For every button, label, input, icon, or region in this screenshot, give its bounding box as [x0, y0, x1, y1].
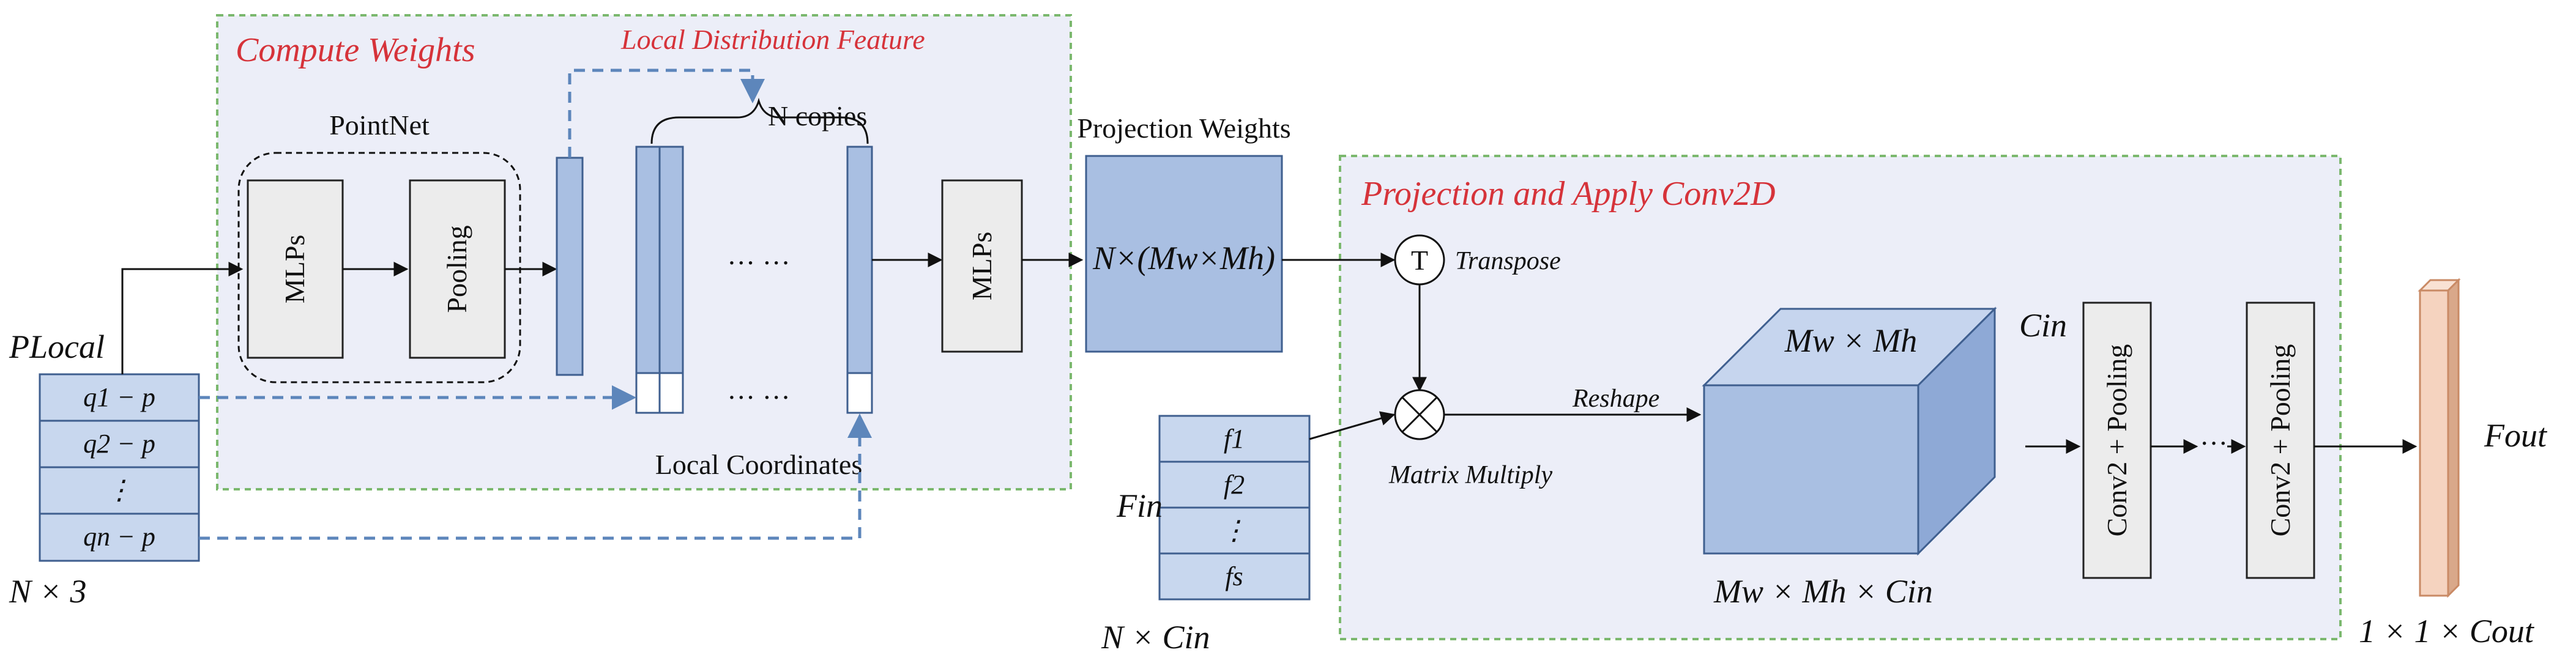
projection-weights-size: N×(Mw×Mh)	[1092, 240, 1275, 276]
fin-to-multiply-arrow	[1309, 411, 1396, 440]
ellipsis-bottom: ··· ···	[727, 382, 790, 413]
coords-to-copyn-arrow	[199, 413, 872, 540]
cube-top-label: Mw × Mh	[1784, 322, 1917, 359]
out-size-label: 1 × 1 × Cout	[2359, 613, 2535, 649]
p-local-row-4: qn − p	[83, 522, 155, 552]
cube-channels-label: Cin	[2019, 307, 2067, 344]
projection-region: Projection and Apply Conv2D	[1339, 155, 2342, 640]
conv-pool-box-2	[2246, 302, 2315, 579]
p-local-row-3: ⋮	[106, 475, 133, 505]
local-coordinates-label: Local Coordinates	[655, 449, 863, 480]
reshape-label: Reshape	[1572, 385, 1659, 413]
f-in-table: f1 f2 ⋮ fs	[1158, 415, 1311, 601]
copy-bar-n	[846, 146, 873, 374]
mlps-box-2	[941, 179, 1023, 353]
f-in-row-2: f2	[1224, 470, 1245, 500]
conv-ellipsis: ···	[2200, 427, 2228, 459]
n-copies-brace	[650, 97, 869, 144]
f-out-label: Fout	[2484, 417, 2548, 454]
copy-bar-1a	[635, 146, 661, 374]
p-local-row-1: q1 − p	[83, 382, 155, 412]
copy-bar-1b	[658, 146, 684, 374]
local-distribution-label: Local Distribution Feature	[620, 24, 925, 55]
mlps-label-2: MLPs	[966, 232, 997, 300]
conv-pool-box-1	[2082, 302, 2152, 579]
output-bar	[2418, 278, 2461, 598]
f-in-row-3: ⋮	[1221, 516, 1248, 546]
p-local-size: N × 3	[9, 573, 86, 610]
pooling-box	[409, 179, 506, 359]
f-in-size: N × Cin	[1101, 619, 1210, 656]
plocal-to-pointnet-arrow	[121, 262, 244, 374]
projection-weights-label: Projection Weights	[1077, 113, 1290, 144]
f-in-label: Fin	[1116, 487, 1163, 524]
conv-pool-label-1: Conv2 + Pooling	[2101, 344, 2132, 537]
projection-title: Projection and Apply Conv2D	[1361, 175, 1776, 213]
pointnet-label: PointNet	[329, 109, 430, 141]
feature-cube	[1702, 306, 1997, 556]
matrix-multiply-node	[1394, 389, 1445, 440]
p-local-table: q1 − p q2 − p ⋮ qn − p	[39, 373, 200, 562]
cube-size-label: Mw × Mh × Cin	[1713, 573, 1933, 610]
feature-bar	[556, 157, 584, 376]
pooling-label: Pooling	[441, 225, 472, 313]
conv-pool-label-2: Conv2 + Pooling	[2265, 344, 2296, 537]
f-in-row-4: fs	[1225, 561, 1243, 591]
p-local-row-2: q2 − p	[83, 429, 155, 459]
coord-cell-n	[846, 372, 873, 414]
compute-weights-title: Compute Weights	[236, 31, 475, 69]
local-distribution-arrow	[568, 68, 765, 158]
projection-weights-box	[1085, 155, 1283, 353]
p-local-label: PLocal	[9, 328, 105, 365]
matrix-multiply-label: Matrix Multiply	[1388, 461, 1552, 489]
n-copies-label: N copies	[768, 100, 867, 131]
transpose-label: Transpose	[1455, 247, 1561, 275]
pointnet-group	[237, 152, 521, 383]
mlps-box-1	[247, 179, 344, 359]
transpose-symbol: T	[1411, 245, 1428, 276]
mlps-label-1: MLPs	[279, 235, 310, 303]
f-in-row-1: f1	[1224, 424, 1245, 454]
ellipsis-top: ··· ···	[727, 247, 790, 278]
